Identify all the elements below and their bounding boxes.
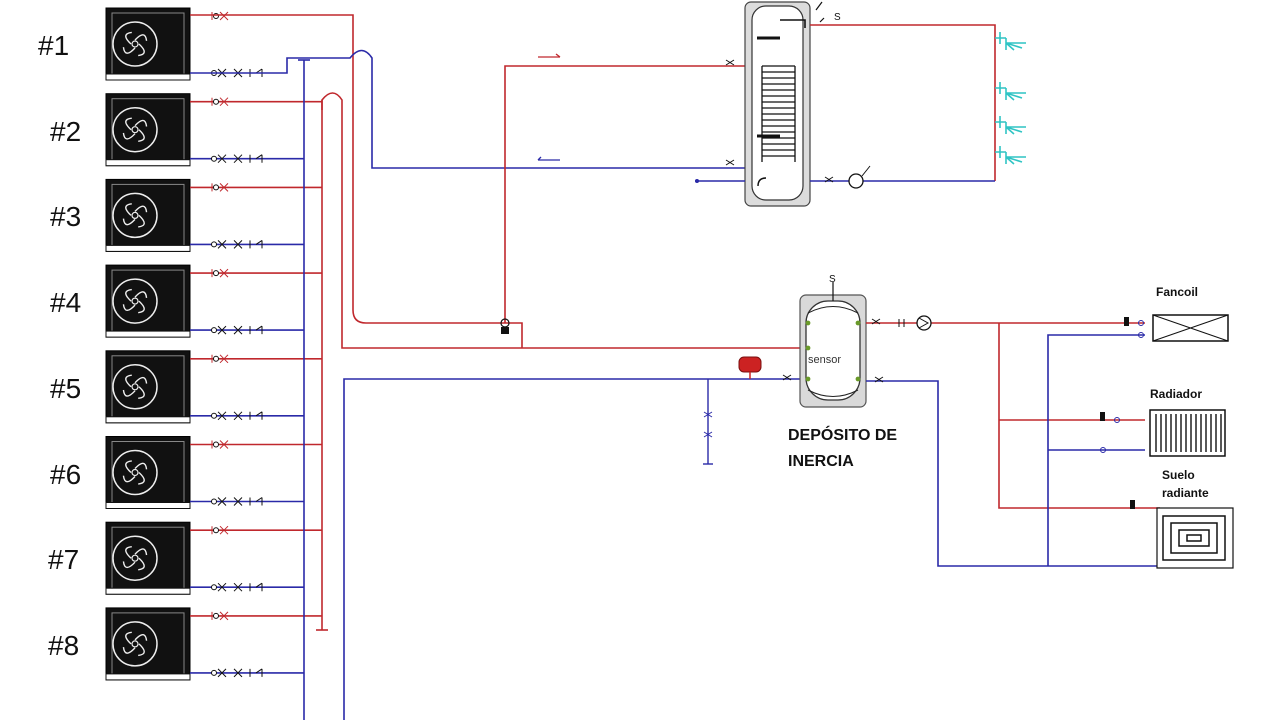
- unit-label: #1: [38, 30, 70, 61]
- emitter-return: [866, 380, 1160, 567]
- heat-pump-unit: [105, 178, 322, 252]
- fan-icon: [112, 535, 158, 581]
- heat-pump-unit: [105, 93, 322, 167]
- fan-icon: [112, 621, 158, 667]
- dhw-hot-outlet: [810, 24, 996, 181]
- heat-pump-unit: [105, 436, 322, 509]
- heating-circuit-pump: [916, 315, 932, 331]
- water-tap-icon: [995, 116, 1026, 135]
- expansion-vessel: [738, 356, 762, 379]
- inertia-tank-label-line1: DEPÓSITO DE: [788, 427, 898, 444]
- dhw-taps: [995, 32, 1026, 165]
- unit-label: #6: [50, 458, 82, 490]
- heat-pump-unit: [105, 264, 322, 338]
- heat-pump-unit: [105, 521, 322, 595]
- water-tap-icon: [995, 82, 1026, 101]
- underfloor-label-line1: Suelo: [1162, 468, 1195, 482]
- fancoil-unit: [1152, 314, 1229, 342]
- heat-pump-unit: [105, 607, 322, 681]
- radiator-label: Radiador: [1150, 387, 1203, 401]
- unit-label: #4: [50, 287, 82, 319]
- fan-icon: [112, 21, 158, 67]
- fan-icon: [112, 364, 158, 410]
- fan-icon: [112, 192, 158, 239]
- radiator-unit: [1149, 409, 1226, 457]
- water-tap-icon: [995, 32, 1026, 51]
- water-tap-icon: [995, 146, 1026, 165]
- fill-drain-branch: [703, 379, 713, 465]
- inertia-tank: S: [799, 274, 867, 408]
- dhw-coil: [761, 65, 796, 162]
- unit-label: #7: [48, 544, 80, 576]
- inertia-tank-label-line2: INERCIA: [788, 453, 854, 470]
- fan-icon: [112, 106, 158, 153]
- supply-pipe-unit1: [190, 14, 505, 324]
- unit-label: #3: [50, 201, 82, 233]
- dhw-tank: [744, 1, 811, 207]
- heat-pump-unit: [105, 350, 322, 424]
- dhw-recirculation-pump: [848, 165, 871, 189]
- heat-pump-units: [105, 7, 322, 681]
- fan-icon: [112, 449, 158, 496]
- fan-icon: [112, 278, 158, 324]
- underfloor-label-line2: radiante: [1162, 486, 1209, 500]
- inertia-sensor-label: sensor: [808, 354, 842, 366]
- supply-pipe-inertia: [321, 92, 808, 349]
- unit-label: #8: [48, 629, 80, 661]
- three-way-valve: [500, 318, 510, 334]
- heat-pump-unit: [105, 7, 263, 81]
- svg-text:S: S: [829, 274, 836, 285]
- supply-pipe-dhw-coil: [505, 322, 523, 348]
- return-pipe-dhw: [190, 49, 745, 169]
- unit-label: #2: [50, 115, 82, 147]
- svg-text:S: S: [834, 12, 841, 23]
- unit-label: #5: [50, 372, 82, 404]
- return-pipe-inertia: [343, 378, 805, 720]
- underfloor-heating-unit: [1156, 507, 1234, 569]
- fancoil-label: Fancoil: [1156, 285, 1199, 299]
